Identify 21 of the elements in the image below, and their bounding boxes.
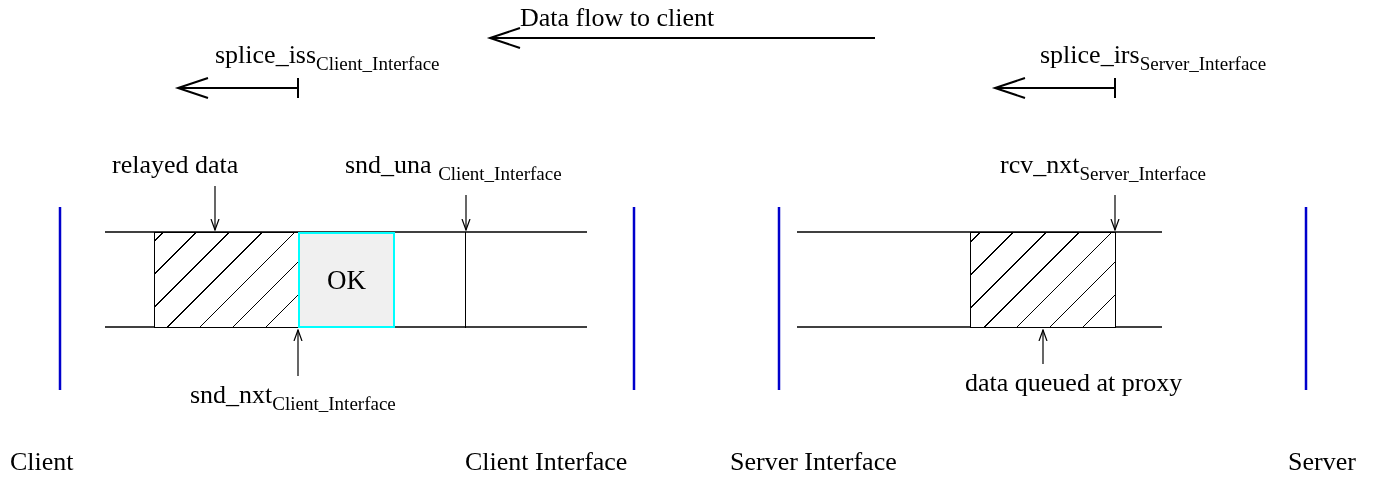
sequence-marker-line — [465, 232, 467, 328]
leader-line — [210, 185, 220, 231]
leader-line — [1038, 329, 1048, 365]
flow-label: Data flow to client — [520, 3, 715, 33]
endpoint-label: Client Interface — [465, 447, 628, 477]
data-block: OK — [298, 232, 395, 328]
leader-line — [461, 194, 471, 231]
endpoint-label: Client — [10, 447, 74, 477]
pointer-label: splice_irs$_{Server_Interface}$ — [1040, 40, 1267, 76]
callout-label: data queued at proxy — [965, 368, 1183, 398]
callout-label: relayed data — [112, 150, 239, 180]
pointer-label: snd_una $_{Client_Interface}$ — [345, 150, 562, 189]
hatched-region — [970, 232, 1116, 328]
pointer-label: snd_nxt$_{Client_Interface}$ — [190, 380, 396, 419]
pointer-label: rcv_nxt$_{Server_Interface}$ — [1000, 150, 1206, 189]
hatched-region — [154, 232, 299, 328]
endpoint-label: Server Interface — [730, 447, 897, 477]
pointer-label: splice_iss$_{Client_Interface}$ — [215, 40, 440, 76]
endpoint-label: Server — [1288, 447, 1356, 477]
leader-line — [1110, 194, 1120, 231]
leader-line — [293, 329, 303, 377]
